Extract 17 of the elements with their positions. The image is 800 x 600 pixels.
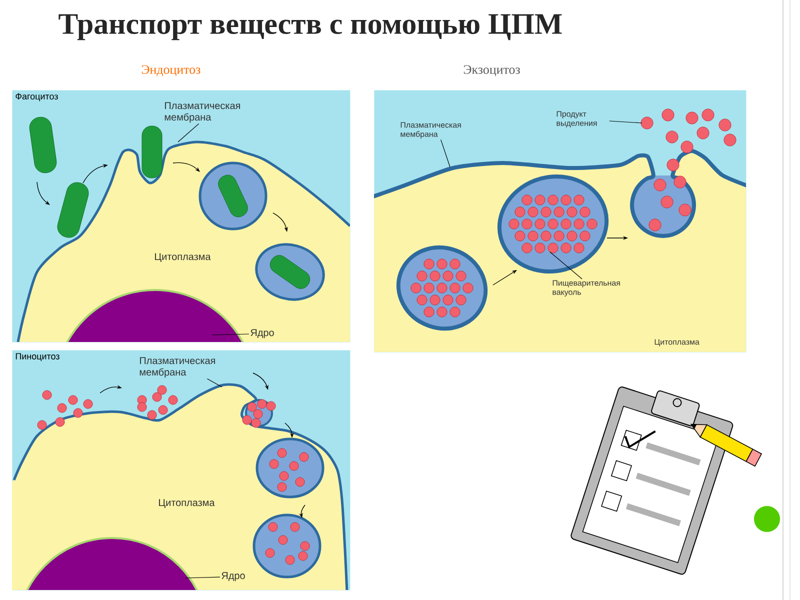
leader-line xyxy=(184,576,220,578)
section-heading: Экзоцитоз xyxy=(464,65,520,76)
panel-heading: Пиноцитоз xyxy=(16,353,60,362)
leader-line xyxy=(206,378,222,388)
title: Транспорт веществ с помощью ЦПМ xyxy=(58,14,562,40)
region-label: Цитоплазма xyxy=(155,253,211,262)
panel-heading: Фагоцитоз xyxy=(16,93,58,102)
part-label: Плазматическая мембрана xyxy=(164,102,240,123)
section-heading: Эндоцитоз xyxy=(142,65,200,76)
leader-line xyxy=(178,123,200,142)
leader-line xyxy=(440,139,450,168)
part-label: Плазматическая мембрана xyxy=(140,357,215,378)
leader-line xyxy=(550,252,582,280)
part-label: Ядро xyxy=(222,572,245,582)
part-label: Ядро xyxy=(250,329,274,338)
region-label: Цитоплазма xyxy=(159,499,215,508)
leader-line xyxy=(609,120,642,124)
